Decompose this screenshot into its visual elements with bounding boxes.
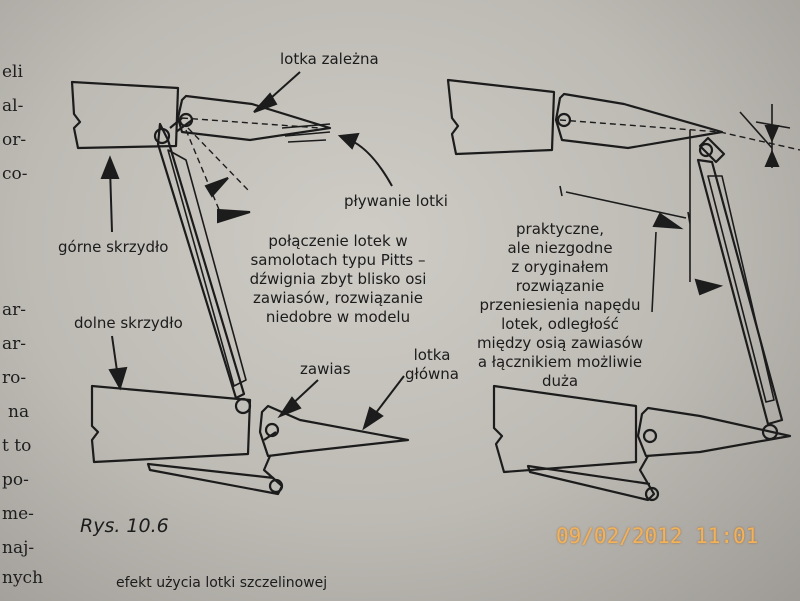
lower-hinge-left (264, 422, 280, 438)
note-right-line: duża (541, 372, 579, 390)
note-right-line: lotek, odległość (501, 315, 619, 333)
margin-line: t to (2, 436, 32, 456)
margin-line: eli (2, 62, 23, 82)
lower-aileron-right (636, 406, 792, 458)
label-zawias: zawias (300, 360, 351, 378)
note-right-line: rozwiązanie (515, 277, 605, 295)
margin-line: ar- (2, 334, 27, 354)
label-lotka-glowna-line: główna (405, 365, 459, 383)
label-gorne-skrzydlo: górne skrzydło (58, 238, 169, 256)
note-pitts-line: dźwignia zbyt blisko osi (249, 270, 427, 288)
note-right-line: między osią zawiasów (476, 334, 644, 352)
margin-line: me- (2, 504, 34, 524)
label-plywanie-lotki: pływanie lotki (344, 192, 448, 210)
label-lotka-glowna: lotka główna (392, 346, 472, 384)
note-pitts-line: niedobre w modelu (265, 308, 411, 326)
margin-line: ar- (2, 300, 27, 320)
margin-line: naj- (2, 538, 35, 558)
margin-line: po- (2, 470, 29, 490)
label-lotka-glowna-line: lotka (413, 346, 451, 364)
note-right-line: ale niezgodne (507, 239, 613, 257)
upper-wing-left (70, 80, 180, 150)
lower-wing-left (90, 384, 252, 464)
note-right-line: a łącznikiem możliwie (477, 353, 643, 371)
upper-aileron-right (554, 92, 724, 150)
note-right-line: z oryginałem (511, 258, 609, 276)
margin-line: or- (2, 130, 27, 150)
note-right-line: praktyczne, (516, 220, 604, 238)
label-lotka-zalezna: lotka zależna (280, 50, 379, 68)
strut-right (696, 158, 784, 426)
label-dolne-skrzydlo: dolne skrzydło (74, 314, 183, 332)
margin-line: al- (2, 96, 24, 116)
lower-wing-right (492, 384, 638, 474)
margin-line: ro- (2, 368, 27, 388)
strut-left (156, 122, 246, 400)
note-pitts-line: połączenie lotek w (268, 232, 408, 250)
note-pitts-line: samolotach typu Pitts – (250, 251, 426, 269)
lower-aileron-left (258, 404, 410, 458)
bottom-caption: efekt użycia lotki szczelinowej (116, 575, 328, 591)
note-pitts: połączenie lotek w samolotach typu Pitts… (238, 232, 438, 327)
upper-wing-right (446, 78, 556, 156)
note-right-line: przeniesienia napędu (479, 296, 641, 314)
margin-line: na (8, 402, 30, 422)
note-right: praktyczne, ale niezgodne z oryginałem r… (470, 220, 650, 391)
note-pitts-line: zawiasów, rozwiązanie (253, 289, 423, 307)
margin-line: nych (2, 568, 44, 588)
margin-line: co- (2, 164, 28, 184)
figure-caption: Rys. 10.6 (80, 515, 169, 537)
date-time-stamp: 09/02/2012 11:01 (556, 524, 759, 548)
